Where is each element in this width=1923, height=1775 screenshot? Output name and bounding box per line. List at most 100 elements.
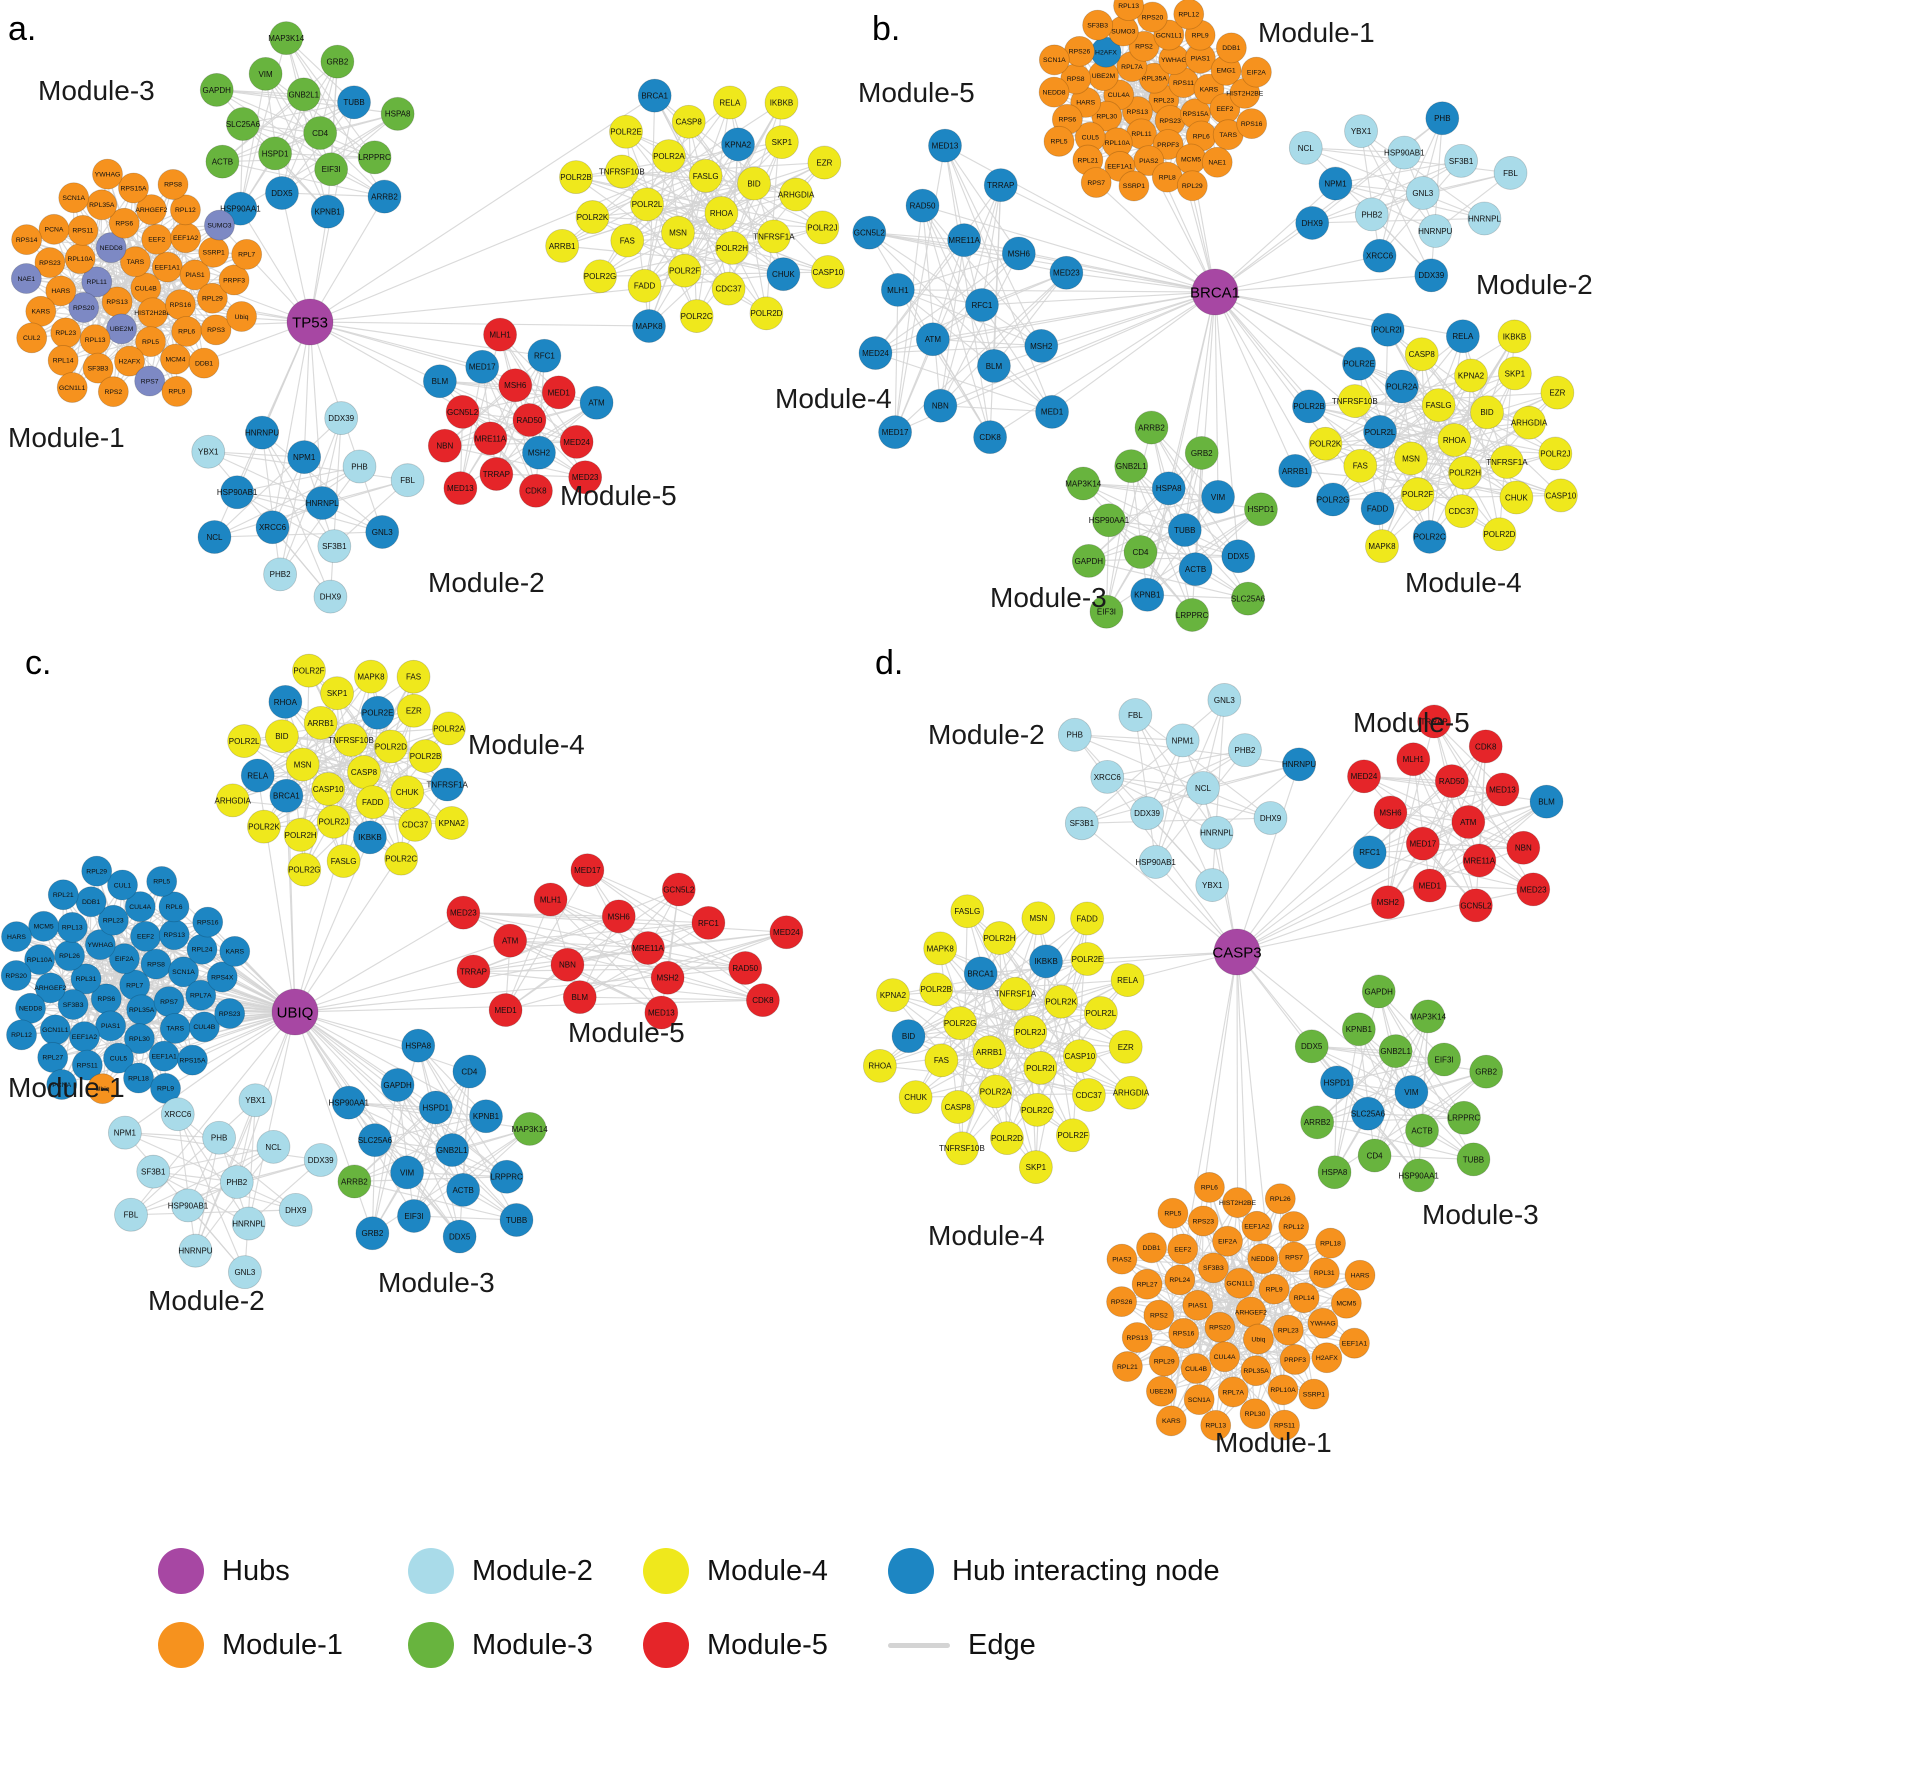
gene-node-RPS15A[interactable] xyxy=(177,1044,208,1076)
gene-node-RFC1[interactable] xyxy=(691,905,726,940)
gene-node-RPL5[interactable] xyxy=(1043,125,1075,157)
gene-node-ARRB2[interactable] xyxy=(367,179,402,214)
gene-node-POLR2D[interactable] xyxy=(1482,517,1517,552)
gene-node-MED17[interactable] xyxy=(465,349,500,384)
gene-node-HNRNPL[interactable] xyxy=(231,1206,266,1241)
gene-node-RPS14[interactable] xyxy=(11,224,43,256)
gene-node-RFC1[interactable] xyxy=(965,288,999,322)
gene-node-POLR2J[interactable] xyxy=(316,804,351,839)
gene-node-CUL1[interactable] xyxy=(107,869,138,901)
gene-node-EZR[interactable] xyxy=(807,145,842,180)
gene-node-TNFRSF10B[interactable] xyxy=(1337,384,1372,418)
gene-node-MED17[interactable] xyxy=(878,415,912,450)
gene-node-NPM1[interactable] xyxy=(1318,166,1353,201)
gene-node-MAP3K14[interactable] xyxy=(512,1112,547,1146)
gene-node-VIM[interactable] xyxy=(1201,479,1235,514)
gene-node-RPS23[interactable] xyxy=(214,998,246,1029)
gene-node-NBN[interactable] xyxy=(550,947,585,982)
gene-node-DHX9[interactable] xyxy=(1253,801,1288,835)
gene-node-MRE11A[interactable] xyxy=(1462,843,1497,878)
gene-node-POLR2E[interactable] xyxy=(1070,942,1105,976)
gene-node-RPL27[interactable] xyxy=(1131,1268,1163,1300)
gene-node-HIST2H2BE[interactable] xyxy=(137,297,169,329)
gene-node-RPL29[interactable] xyxy=(1176,170,1208,202)
gene-node-HSPA8[interactable] xyxy=(401,1028,436,1063)
gene-node-H2AFX[interactable] xyxy=(114,345,145,377)
gene-node-RPS3[interactable] xyxy=(200,314,232,346)
gene-node-RPS16[interactable] xyxy=(1168,1317,1200,1349)
gene-node-LRPPRC[interactable] xyxy=(357,140,392,175)
gene-node-YBX1[interactable] xyxy=(238,1083,273,1118)
gene-node-SCN1A[interactable] xyxy=(168,956,199,988)
gene-node-CHUK[interactable] xyxy=(1499,480,1534,515)
gene-node-POLR2A[interactable] xyxy=(651,139,686,173)
gene-node-POLR2F[interactable] xyxy=(667,253,702,288)
gene-node-MLH1[interactable] xyxy=(533,882,568,917)
gene-node-RPL9[interactable] xyxy=(161,376,193,407)
gene-node-TRRAP[interactable] xyxy=(983,168,1018,203)
gene-node-RPL9[interactable] xyxy=(1258,1273,1290,1305)
gene-node-NEDD8[interactable] xyxy=(95,232,127,264)
gene-node-CDK8[interactable] xyxy=(973,420,1007,455)
gene-node-MED1[interactable] xyxy=(488,993,523,1027)
gene-node-VIM[interactable] xyxy=(248,56,283,91)
gene-node-SF3B3[interactable] xyxy=(1197,1252,1229,1284)
gene-node-BLM[interactable] xyxy=(1529,784,1564,819)
gene-node-MAPK8[interactable] xyxy=(354,659,388,694)
gene-node-POLR2H[interactable] xyxy=(283,817,318,852)
gene-node-GAPDH[interactable] xyxy=(380,1068,415,1102)
gene-node-EEF2[interactable] xyxy=(141,223,173,255)
gene-node-RAD50[interactable] xyxy=(1434,764,1469,799)
gene-node-CHUK[interactable] xyxy=(766,257,801,292)
gene-node-UBE2M[interactable] xyxy=(1146,1375,1177,1407)
gene-node-MLH1[interactable] xyxy=(1396,742,1431,777)
gene-node-KPNB1[interactable] xyxy=(1341,1012,1376,1047)
gene-node-GCN5L2[interactable] xyxy=(661,872,696,907)
gene-node-RPL26[interactable] xyxy=(54,940,85,972)
gene-node-HNRNPU[interactable] xyxy=(245,415,279,450)
gene-node-NEDD8[interactable] xyxy=(1247,1243,1279,1275)
gene-node-POLR2A[interactable] xyxy=(431,711,466,746)
gene-node-PRPF3[interactable] xyxy=(218,264,250,296)
gene-node-FASLG[interactable] xyxy=(688,158,723,193)
gene-node-EIF3I[interactable] xyxy=(1089,594,1124,629)
gene-node-RPS13[interactable] xyxy=(158,919,190,951)
gene-node-FAS[interactable] xyxy=(396,659,431,694)
gene-node-RPS16[interactable] xyxy=(164,289,196,320)
gene-node-SSRP1[interactable] xyxy=(198,236,230,268)
gene-node-RPS16[interactable] xyxy=(1236,108,1268,140)
gene-node-HARS[interactable] xyxy=(45,275,77,307)
gene-node-PCNA[interactable] xyxy=(38,213,70,245)
gene-node-RPL12[interactable] xyxy=(6,1019,37,1051)
gene-node-RPL5[interactable] xyxy=(135,326,166,358)
gene-node-SLC25A6[interactable] xyxy=(358,1123,392,1157)
gene-node-PHB[interactable] xyxy=(342,449,377,484)
gene-node-MSN[interactable] xyxy=(1394,441,1428,476)
gene-node-POLR2J[interactable] xyxy=(1013,1015,1048,1049)
gene-node-DDX5[interactable] xyxy=(1294,1029,1329,1064)
gene-node-RHOA[interactable] xyxy=(1437,423,1472,457)
gene-node-BRCA1[interactable] xyxy=(637,78,672,113)
gene-node-GRB2[interactable] xyxy=(1469,1054,1504,1089)
gene-node-KPNA2[interactable] xyxy=(1454,358,1488,393)
gene-node-MED17[interactable] xyxy=(570,853,605,888)
gene-node-RPL10A[interactable] xyxy=(24,944,55,975)
gene-node-NCL[interactable] xyxy=(197,520,232,554)
gene-node-TRRAP[interactable] xyxy=(456,954,491,989)
gene-node-FAS[interactable] xyxy=(610,223,645,258)
gene-node-POLR2G[interactable] xyxy=(583,259,617,294)
gene-node-GCN5L2[interactable] xyxy=(852,215,887,250)
gene-node-POLR2L[interactable] xyxy=(1083,996,1118,1030)
gene-node-POLR2D[interactable] xyxy=(749,296,784,331)
gene-node-MRE11A[interactable] xyxy=(631,931,665,965)
gene-node-PIAS1[interactable] xyxy=(179,259,211,291)
gene-node-HSPD1[interactable] xyxy=(258,136,292,171)
gene-node-FAS[interactable] xyxy=(1343,448,1378,483)
gene-node-BLM[interactable] xyxy=(562,980,597,1015)
gene-node-EIF3I[interactable] xyxy=(314,152,349,187)
gene-node-POLR2H[interactable] xyxy=(1448,455,1482,490)
gene-node-RELA[interactable] xyxy=(240,758,275,793)
gene-node-DDX5[interactable] xyxy=(265,176,299,210)
gene-node-SCN1A[interactable] xyxy=(58,182,90,214)
gene-node-DDX5[interactable] xyxy=(442,1219,477,1254)
